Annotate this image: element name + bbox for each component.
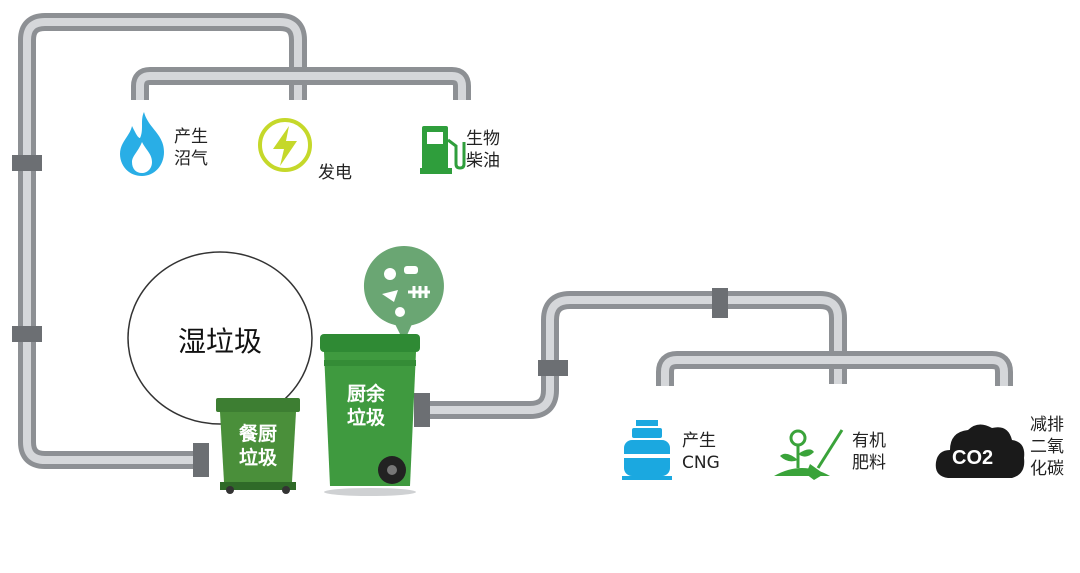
flame-icon xyxy=(120,112,164,176)
fruit-icon xyxy=(395,307,405,317)
fish-bone-icon xyxy=(408,286,430,298)
power-label: 发电 xyxy=(318,163,352,183)
pipe-coupling xyxy=(12,326,42,342)
gas-cylinder-icon xyxy=(622,420,672,480)
kitchen-restaurant-bin-label: 餐厨 垃圾 xyxy=(238,423,277,469)
food-scraps-bubble xyxy=(363,246,444,342)
co2-cloud-icon: CO2 xyxy=(935,424,1025,478)
cng-label: 产生 CNG xyxy=(682,431,720,473)
meat-icon xyxy=(382,290,398,302)
biogas-label: 产生 沼气 xyxy=(174,127,208,169)
pipe-coupling xyxy=(12,155,42,171)
pipe-coupling xyxy=(712,288,728,318)
biodiesel-label: 生物 柴油 xyxy=(466,129,500,171)
pipe-coupling xyxy=(538,360,568,376)
co2-label: CO2 xyxy=(952,447,993,469)
bread-icon xyxy=(404,266,418,274)
pipe-end-cap xyxy=(193,443,209,477)
plant-shovel-icon xyxy=(774,429,844,480)
fertilizer-label: 有机 肥料 xyxy=(852,431,886,473)
left-pipe-system xyxy=(18,13,471,469)
kitchen-restaurant-bin xyxy=(216,398,300,494)
wet-waste-label: 湿垃圾 xyxy=(177,325,262,358)
wet-waste-circle xyxy=(127,251,313,425)
fuel-pump-icon xyxy=(420,126,466,174)
lightning-bolt-icon xyxy=(258,118,312,172)
co2-reduction-label: 减排 二氧 化碳 xyxy=(1030,415,1064,479)
kitchen-household-bin xyxy=(320,334,420,496)
vegetable-icon xyxy=(384,268,396,280)
pipe-end-cap xyxy=(414,393,430,427)
right-pipe-system xyxy=(420,291,1013,419)
kitchen-household-bin-label: 厨余 垃圾 xyxy=(346,383,385,429)
